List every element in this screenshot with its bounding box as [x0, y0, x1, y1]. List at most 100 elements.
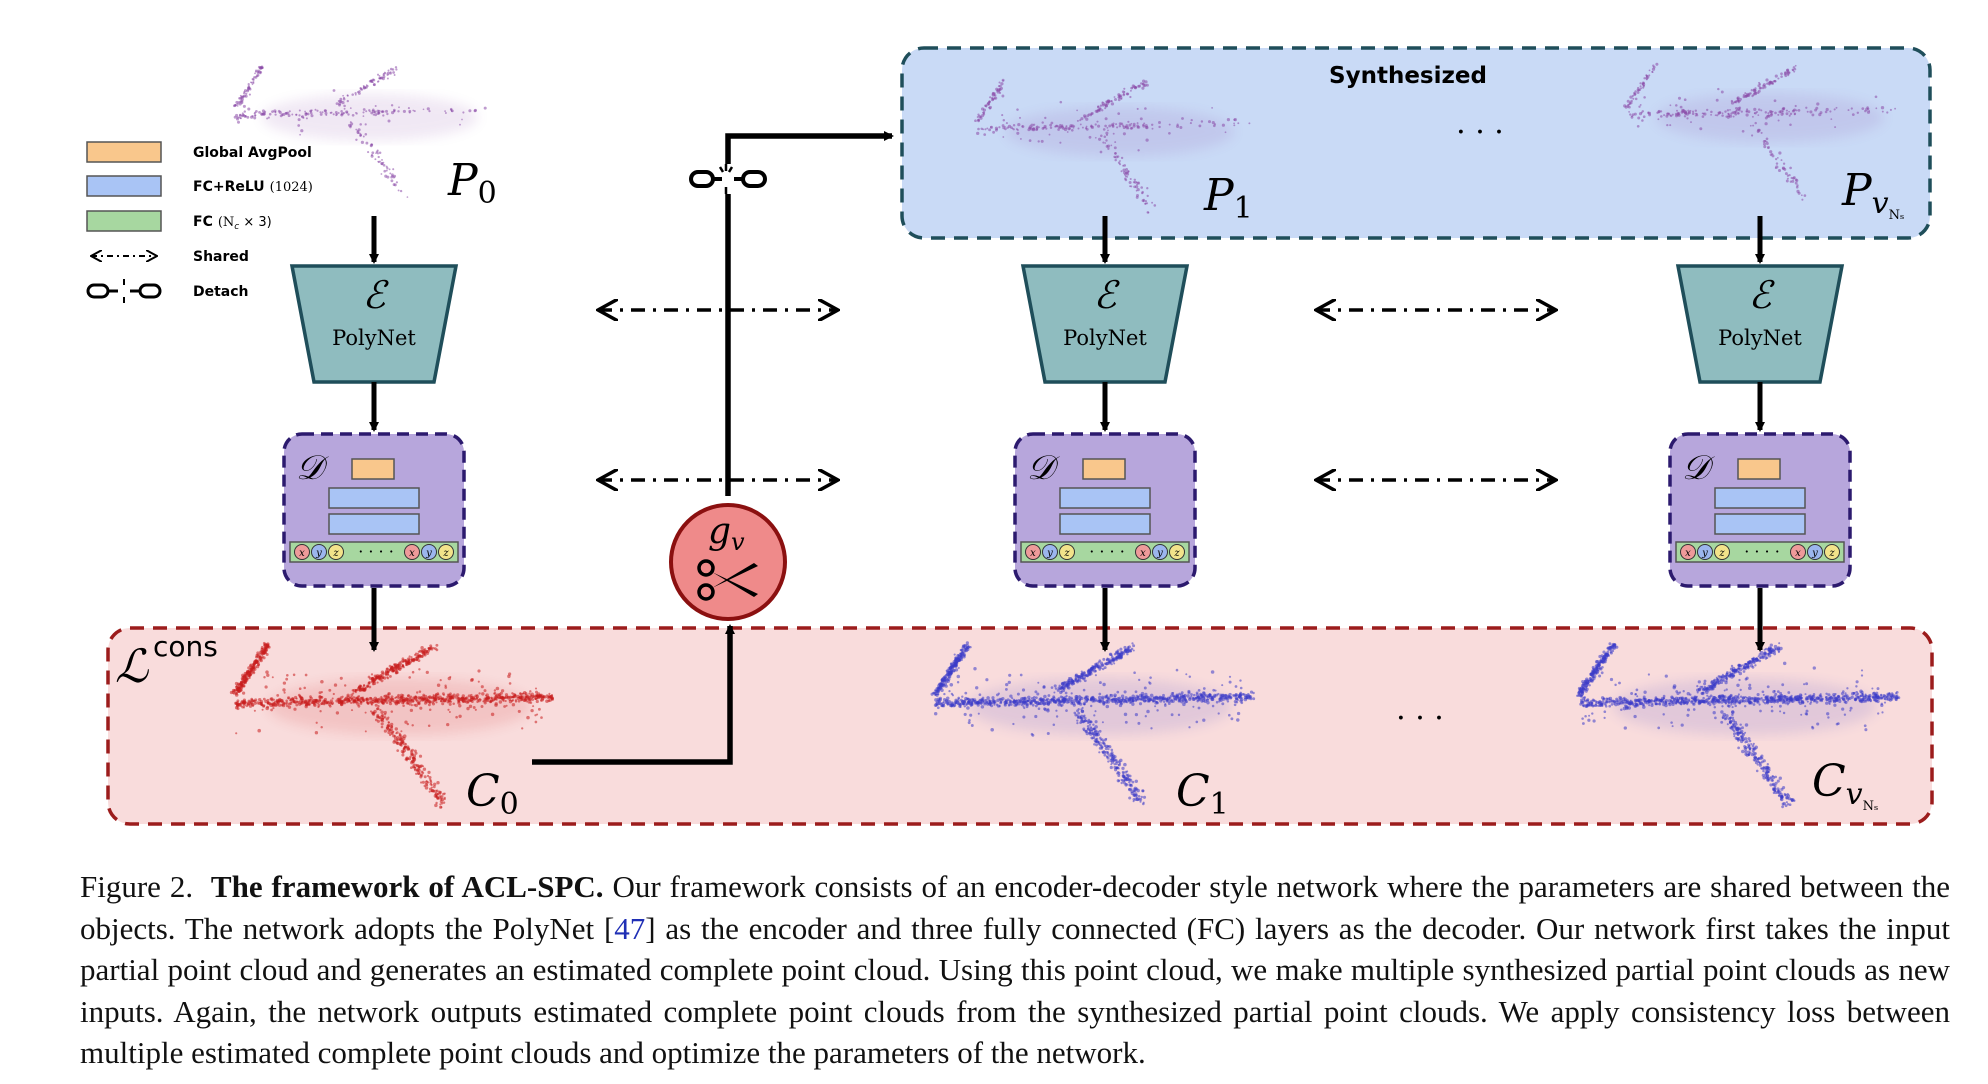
xyz-node-label: y	[315, 548, 322, 559]
scissors-icon	[697, 559, 758, 601]
xyz-node-y	[1807, 544, 1823, 560]
xyz-node-x	[1790, 544, 1806, 560]
label-cv-subsub: Nₛ	[1863, 799, 1879, 814]
partial-cloud-p0	[232, 65, 487, 198]
xyz-node-label: z	[442, 548, 449, 559]
decoder-avgpool-layer	[351, 458, 395, 480]
arrow-scissors-to-synthesized	[725, 131, 894, 496]
label-p1: P1	[1203, 170, 1253, 226]
partial-cloud-p1	[974, 78, 1251, 214]
xyz-node-z	[1169, 544, 1185, 560]
arrow-c0-to-scissors	[532, 624, 735, 765]
xyz-node-label: y	[1156, 548, 1163, 559]
xyz-node-y	[1042, 544, 1058, 560]
legend-swatch	[86, 141, 162, 163]
encoder-label: PolyNet	[1063, 326, 1147, 350]
caption-figure-number: Figure 2.	[80, 869, 194, 904]
label-pv-main: P	[1841, 165, 1873, 216]
label-p0: P0	[447, 155, 497, 211]
complete-cloud-c1	[930, 641, 1256, 806]
synthesized-title: Synthesized	[1329, 63, 1487, 89]
decoder-fc-relu-layer	[1059, 513, 1151, 535]
decoder-output-dots: · · · ·	[358, 542, 394, 561]
encoder-polynet	[289, 264, 459, 384]
xyz-node-y	[311, 544, 327, 560]
decoder-avgpool-layer	[1082, 458, 1126, 480]
decoder-fc-relu-layer	[328, 513, 420, 535]
xyz-node-label: z	[1828, 548, 1835, 559]
decoder-fc-relu-layer	[1059, 487, 1151, 509]
xyz-node-x	[1680, 544, 1696, 560]
xyz-node-label: y	[1701, 548, 1708, 559]
framework-diagram: Synthesized · · · ℒ cons · · · Global Av…	[86, 46, 1934, 826]
scissors-gv-node: gv	[669, 503, 787, 621]
xyz-node-label: y	[425, 548, 432, 559]
legend-item-3: FC(Nc × 3)	[86, 210, 272, 232]
figure-caption: Figure 2. The framework of ACL-SPC. Our …	[80, 866, 1950, 1074]
encoder-label: PolyNet	[332, 326, 416, 350]
gv-sub: v	[731, 528, 745, 556]
xyz-node-x	[404, 544, 420, 560]
decoder-fc-relu-layer	[1714, 487, 1806, 509]
label-c1-sub: 1	[1210, 787, 1229, 822]
caption-title: The framework of ACL-SPC.	[210, 869, 604, 904]
label-p0-sub: 0	[478, 176, 497, 211]
legend-item-1: Global AvgPool	[86, 141, 312, 163]
legend-label: Shared	[193, 249, 249, 265]
encoder-polynet	[1020, 264, 1190, 384]
caption-text-2: ] as the encoder and three fully connect…	[80, 910, 1950, 1071]
xyz-node-z	[1714, 544, 1730, 560]
gv-main: g	[708, 511, 731, 552]
xyz-node-label: z	[1063, 548, 1070, 559]
xyz-node-y	[1152, 544, 1168, 560]
synthesized-box	[900, 46, 1932, 240]
xyz-node-label: x	[1140, 548, 1146, 559]
xyz-node-z	[328, 544, 344, 560]
loss-superscript: cons	[153, 630, 218, 663]
label-c0-main: C	[466, 766, 500, 817]
xyz-node-label: z	[332, 548, 339, 559]
xyz-node-z	[1824, 544, 1840, 560]
label-cv-sub: v	[1846, 777, 1863, 812]
xyz-node-y	[421, 544, 437, 560]
xyz-node-x	[1025, 544, 1041, 560]
legend-label: Global AvgPool	[193, 145, 312, 161]
label-pv-subsub: Nₛ	[1889, 208, 1905, 223]
xyz-node-label: x	[1030, 548, 1036, 559]
legend-item-5: Detach	[86, 279, 249, 303]
decoder-fc-relu-layer	[1714, 513, 1806, 535]
caption-reference-link[interactable]: 47	[614, 910, 646, 946]
label-c0: C0	[466, 766, 519, 822]
decoder-fc-relu-layer	[328, 487, 420, 509]
complete-cloud-c0	[229, 641, 555, 809]
xyz-node-z	[1059, 544, 1075, 560]
legend-item-2: FC+ReLU(1024)	[86, 175, 313, 197]
xyz-node-label: y	[1046, 548, 1053, 559]
gv-label: gv	[708, 511, 745, 556]
label-c1-main: C	[1176, 766, 1210, 817]
xyz-node-label: z	[1718, 548, 1725, 559]
label-p0-main: P	[447, 155, 479, 206]
caption-text-1: Our framework consists of an encoder-dec…	[80, 869, 1951, 946]
legend-swatch	[86, 210, 162, 232]
loss-ellipsis: · · ·	[1396, 701, 1444, 736]
legend-label: FC+ReLU(1024)	[193, 179, 313, 195]
xyz-node-y	[1697, 544, 1713, 560]
label-pv-sub: v	[1872, 186, 1889, 221]
label-c0-sub: 0	[500, 787, 519, 822]
label-p1-sub: 1	[1234, 191, 1253, 226]
xyz-node-z	[438, 544, 454, 560]
label-cv: CvNₛ	[1812, 756, 1878, 814]
encoder-polynet	[1675, 264, 1845, 384]
xyz-node-label: z	[1173, 548, 1180, 559]
partial-cloud-pv	[1623, 62, 1897, 201]
encoder-symbol: ℰ	[1093, 273, 1120, 317]
xyz-node-label: x	[409, 548, 415, 559]
xyz-node-x	[1135, 544, 1151, 560]
label-p1-main: P	[1203, 170, 1235, 221]
detach-icon	[688, 164, 768, 194]
xyz-node-label: x	[299, 548, 305, 559]
